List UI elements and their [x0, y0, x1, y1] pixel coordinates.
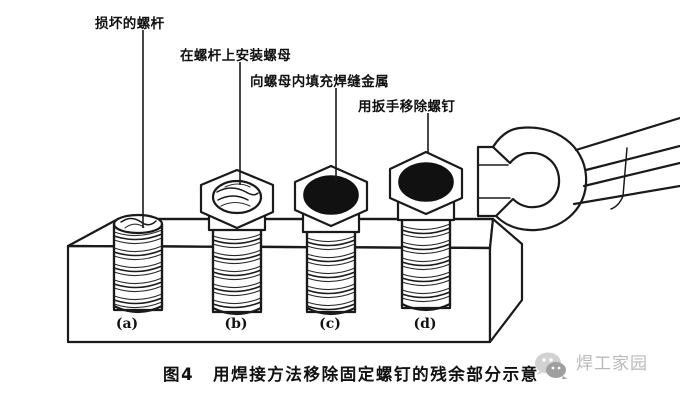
stud-c-threads — [306, 235, 356, 311]
stud-b-threads — [212, 233, 262, 309]
sub-label-d: (d) — [413, 316, 436, 332]
nut-c-weld-metal — [303, 175, 359, 215]
sub-label-a: (a) — [116, 316, 138, 332]
step-b-nut-installed — [199, 168, 275, 316]
watermark-text: 焊工家园 — [576, 354, 648, 374]
sub-label-c: (c) — [319, 316, 341, 332]
wrench — [476, 116, 680, 232]
leader-lines — [142, 30, 429, 228]
sub-label-b: (b) — [224, 316, 247, 332]
stud-a-threads — [113, 229, 163, 309]
step-d-wrench-removal — [388, 150, 464, 312]
step-a-broken-stud — [112, 213, 164, 314]
wechat-logo-icon — [535, 352, 567, 379]
wrench-head — [491, 126, 588, 232]
figure-caption-prefix: 图4 — [163, 365, 194, 384]
callout-label-fill-weld-metal: 向螺母内填充焊缝金属 — [250, 73, 389, 90]
callout-label-damaged-stud: 损坏的螺杆 — [95, 15, 165, 32]
watermark: 焊工家园 — [535, 352, 648, 379]
figure-caption-body: 用焊接方法移除固定螺钉的残余部分示意 — [213, 364, 539, 384]
nut-d-weld-metal — [398, 162, 454, 202]
callout-label-install-nut: 在螺杆上安装螺母 — [180, 47, 291, 64]
callout-label-remove-with-wrench: 用扳手移除螺钉 — [358, 98, 455, 115]
stud-d-threads — [401, 223, 451, 303]
step-c-weld-filled — [293, 164, 369, 316]
